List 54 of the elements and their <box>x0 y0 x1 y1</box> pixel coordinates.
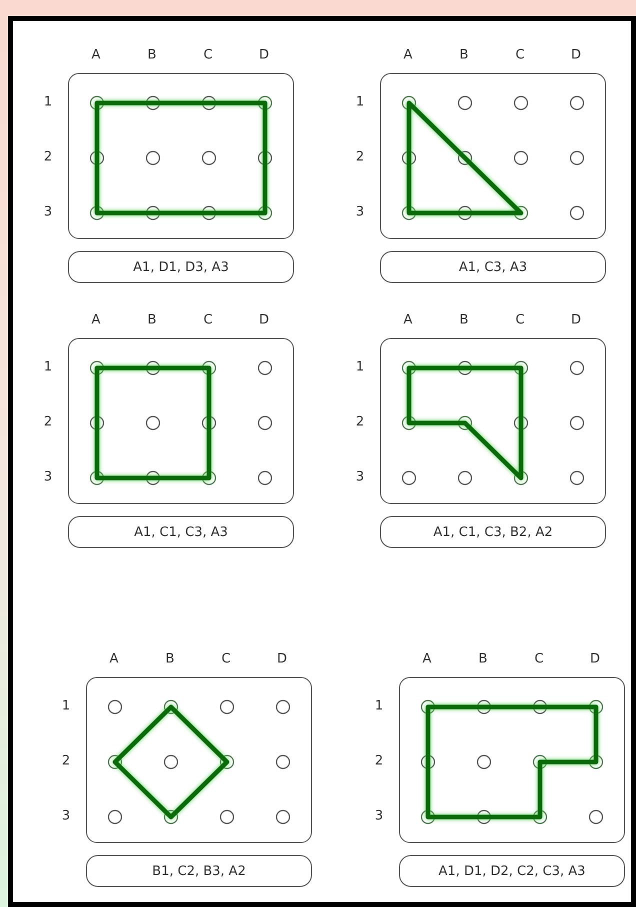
row-label: 3 <box>374 810 384 822</box>
row-label: 2 <box>374 754 384 768</box>
coordinate-label: A1, D1, D2, C2, C3, A3 <box>399 855 625 887</box>
column-label: C <box>515 48 525 62</box>
column-label: D <box>590 652 600 666</box>
geoboard <box>399 677 625 843</box>
column-label: D <box>277 652 287 666</box>
row-label: 1 <box>62 700 70 712</box>
geoboard <box>68 73 294 239</box>
column-label: D <box>571 314 581 326</box>
row-label: 3 <box>356 206 364 218</box>
row-label: 1 <box>44 360 52 374</box>
column-label: C <box>515 314 525 326</box>
column-label: D <box>571 48 581 62</box>
row-label: 1 <box>374 700 384 712</box>
column-label: A <box>92 48 100 62</box>
column-label: A <box>92 314 100 326</box>
row-label: 2 <box>356 416 364 428</box>
row-label: 2 <box>44 150 52 164</box>
column-label: A <box>404 48 412 62</box>
column-label: B <box>148 314 156 326</box>
coordinate-label: A1, C3, A3 <box>380 251 606 283</box>
column-label: A <box>404 314 412 326</box>
column-label: D <box>259 48 269 62</box>
column-label: B <box>460 48 468 62</box>
row-label: 1 <box>356 360 364 374</box>
column-label: C <box>534 652 544 666</box>
column-label: A <box>422 652 432 666</box>
column-label: B <box>460 314 468 326</box>
geoboard <box>380 338 606 504</box>
column-label: B <box>148 48 156 62</box>
column-label: A <box>110 652 118 666</box>
row-label: 1 <box>44 96 52 108</box>
coordinate-label: A1, D1, D3, A3 <box>68 251 294 283</box>
row-label: 3 <box>356 470 364 484</box>
row-label: 3 <box>62 810 70 822</box>
row-label: 3 <box>44 470 52 484</box>
row-label: 2 <box>356 150 364 164</box>
coordinate-label: A1, C1, C3, B2, A2 <box>380 516 606 548</box>
coordinate-label: B1, C2, B3, A2 <box>86 855 312 887</box>
coordinate-label: A1, C1, C3, A3 <box>68 516 294 548</box>
column-label: C <box>203 48 213 62</box>
column-label: B <box>478 652 488 666</box>
row-label: 1 <box>356 96 364 108</box>
geoboard <box>68 338 294 504</box>
row-label: 2 <box>44 416 52 428</box>
column-label: B <box>166 652 174 666</box>
row-label: 2 <box>62 754 70 768</box>
row-label: 3 <box>44 206 52 218</box>
column-label: C <box>221 652 231 666</box>
geoboard <box>86 677 312 843</box>
column-label: D <box>259 314 269 326</box>
column-label: C <box>203 314 213 326</box>
geoboard <box>380 73 606 239</box>
